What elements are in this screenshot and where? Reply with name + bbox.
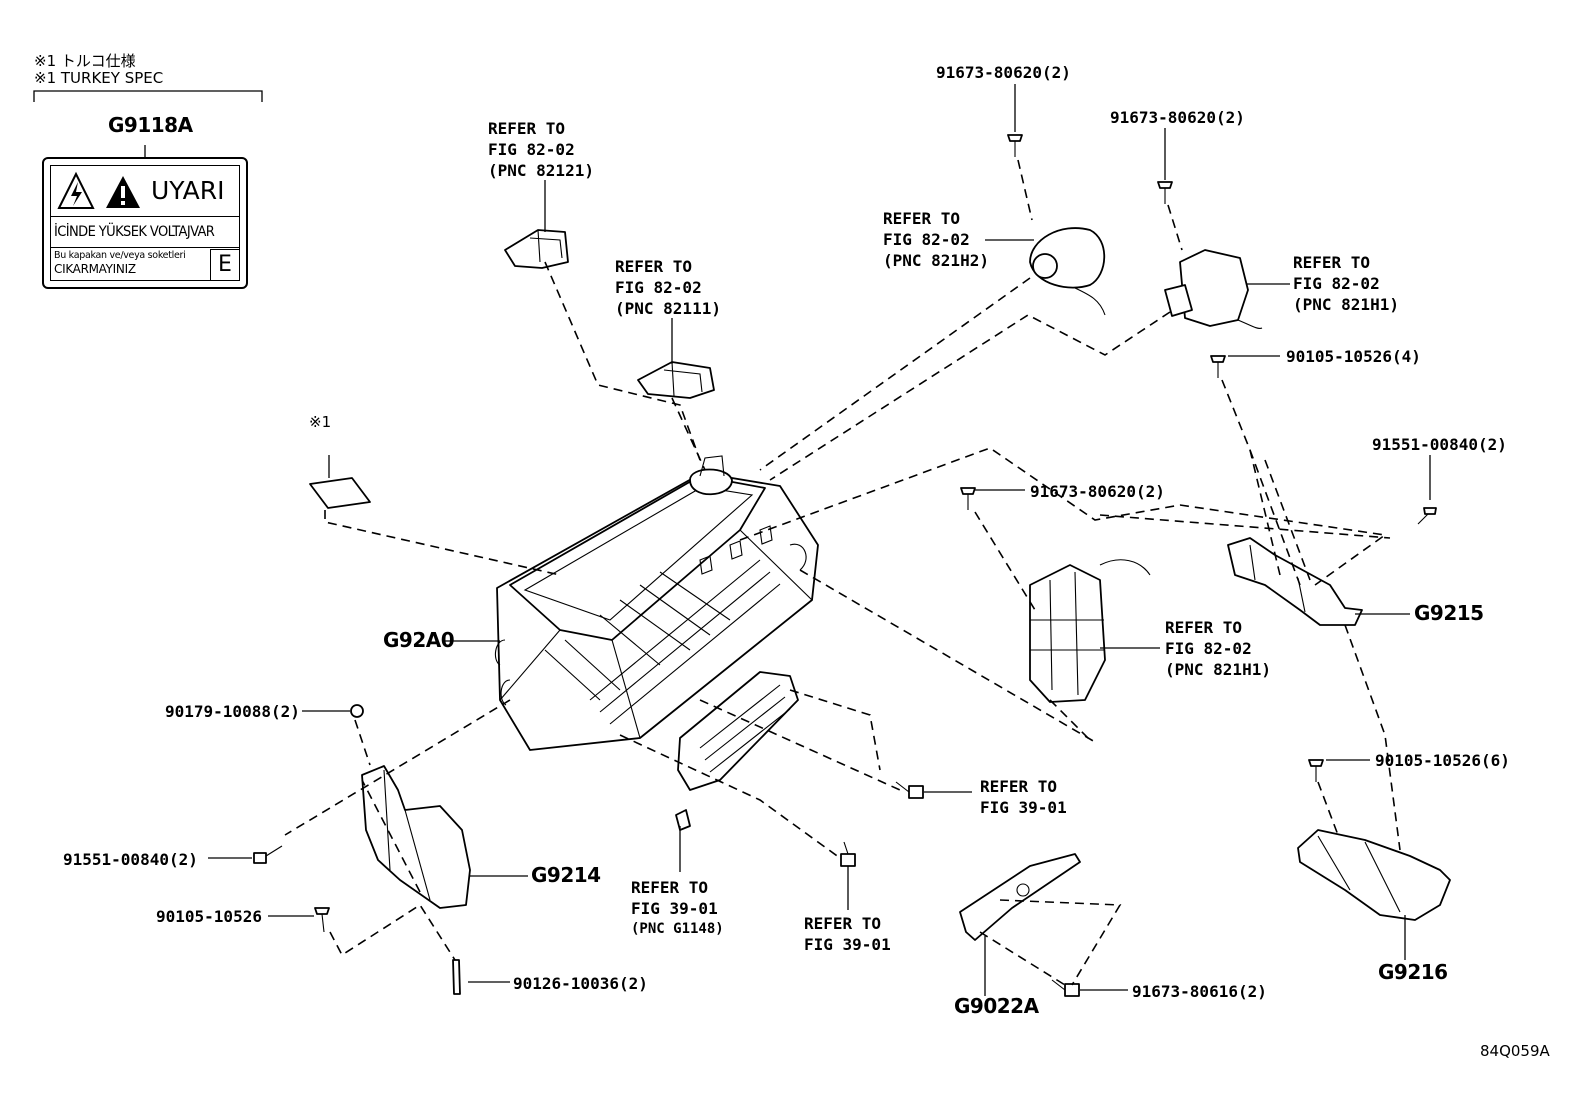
bracket-G9215 [1227,537,1363,626]
connector-821H2 [1029,227,1106,316]
refer-to-821H1-top: REFER TO FIG 82-02 (PNC 821H1) [1293,252,1399,315]
part-label: 90179-10088(2) [165,702,300,721]
refer-line: FIG 39-01 [804,935,891,954]
refer-line: REFER TO [615,257,693,276]
part-label: 91673-80620(2) [936,63,1071,82]
connector-82121 [504,229,569,269]
part-label: 90105-10526 [156,907,262,926]
high-voltage-icon [57,171,140,209]
refer-line: REFER TO [1293,253,1371,272]
warning-text-line2: Bu kapakan ve/veya soketleri [54,250,186,261]
connector-821H1-mid [1029,559,1151,703]
warning-corner-letter: E [210,249,239,280]
connector-82111 [637,361,715,399]
spec-note-jp: ※1 トルコ仕様 [34,52,136,70]
refer-line: FIG 82-02 [488,140,575,159]
warning-label: UYARI İCİNDE YÜKSEK VOLTAJVAR Bu kapakan… [42,157,248,289]
refer-line: (PNC 82111) [615,299,721,318]
refer-line: FIG 82-02 [883,230,970,249]
spec-marker: ※1 [309,413,332,431]
refer-to-39-01-b: REFER TO FIG 39-01 (PNC G1148) [631,877,724,940]
warning-label-frame: UYARI İCİNDE YÜKSEK VOLTAJVAR Bu kapakan… [50,165,240,281]
turkey-decal [309,477,371,509]
part-number-G9118A: G9118A [108,113,193,137]
refer-to-821H1-mid: REFER TO FIG 82-02 (PNC 821H1) [1165,617,1271,680]
part-label: 90105-10526(4) [1286,347,1421,366]
part-label: 90126-10036(2) [513,974,648,993]
refer-to-82121: REFER TO FIG 82-02 (PNC 82121) [488,118,594,181]
warning-text-line1: İCİNDE YÜKSEK VOLTAJVAR [51,217,239,248]
refer-line: (PNC 821H1) [1293,295,1399,314]
part-label: 91673-80620(2) [1110,108,1245,127]
refer-line: FIG 82-02 [615,278,702,297]
bracket-G9214 [361,765,471,909]
part-label: 91673-80616(2) [1132,982,1267,1001]
part-label: 91673-80620(2) [1030,482,1165,501]
refer-line: REFER TO [1165,618,1243,637]
bracket-G9216 [1297,829,1451,921]
refer-to-39-01-a: REFER TO FIG 39-01 [980,776,1067,818]
refer-line: (PNC 821H2) [883,251,989,270]
part-label: G9215 [1414,601,1484,625]
part-label: G9022A [954,994,1039,1018]
leader-lines [208,84,1431,996]
refer-line: FIG 82-02 [1165,639,1252,658]
part-label: G92A0 [383,628,455,652]
inverter-assembly [494,455,819,751]
warning-text-line3: CIKARMAYINIZ [54,262,136,276]
part-label: 91551-00840(2) [63,850,198,869]
refer-line: FIG 39-01 [631,899,718,918]
warning-label-header: UYARI [51,166,239,217]
connector-821H1-top [1164,249,1263,329]
refer-line: (PNC 821H1) [1165,660,1271,679]
spec-note-en: ※1 TURKEY SPEC [34,69,164,87]
refer-line: REFER TO [488,119,566,138]
assembly-lines [284,159,1401,986]
refer-line: REFER TO [883,209,961,228]
refer-line: FIG 39-01 [980,798,1067,817]
refer-to-821H2: REFER TO FIG 82-02 (PNC 821H2) [883,208,989,271]
refer-to-82111: REFER TO FIG 82-02 (PNC 82111) [615,256,721,319]
warning-title: UYARI [151,176,225,205]
refer-line: REFER TO [631,878,709,897]
cover-G9022A [959,853,1081,941]
spec-bracket [33,90,263,102]
relay-block [675,671,799,831]
part-label: 91551-00840(2) [1372,435,1507,454]
refer-line: FIG 82-02 [1293,274,1380,293]
document-code: 84Q059A [1480,1042,1550,1060]
bolts [253,134,1437,997]
refer-line: (PNC G1148) [631,921,724,937]
part-label: 90105-10526(6) [1375,751,1510,770]
refer-to-39-01-c: REFER TO FIG 39-01 [804,913,891,955]
refer-line: REFER TO [980,777,1058,796]
part-label: G9214 [531,863,601,887]
refer-line: REFER TO [804,914,882,933]
part-label: G9216 [1378,960,1448,984]
refer-line: (PNC 82121) [488,161,594,180]
